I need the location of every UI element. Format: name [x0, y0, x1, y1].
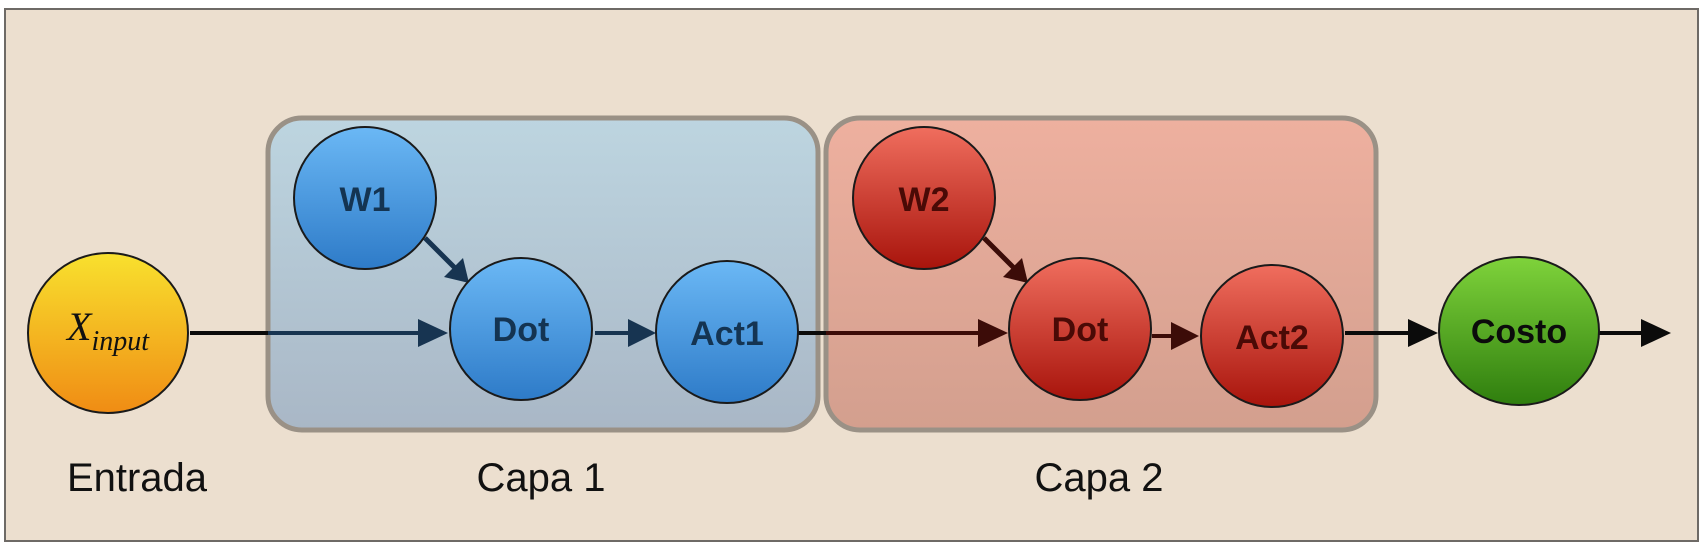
dot1-label: Dot [493, 311, 550, 349]
svg-text:Xinput: Xinput [65, 304, 150, 357]
edges [190, 236, 1671, 350]
dot1-node: Dot [449, 257, 593, 401]
act1-node: Act1 [655, 260, 799, 404]
arrowhead-act2 [1171, 322, 1199, 350]
layer1-caption: Capa 1 [477, 456, 606, 500]
dot2-label: Dot [1052, 311, 1109, 349]
input-subscript: input [91, 326, 150, 357]
w1-label: W1 [340, 181, 391, 219]
input-node: Xinput [27, 252, 189, 414]
act2-label: Act2 [1235, 319, 1309, 357]
arrowhead-act1 [628, 319, 656, 347]
edge-w2-to-dot2 [982, 236, 1017, 271]
costo-label: Costo [1471, 313, 1567, 351]
w2-label: W2 [899, 181, 950, 219]
dot2-node: Dot [1008, 257, 1152, 401]
arrowhead-dot2 [978, 319, 1008, 347]
arrowhead-out [1641, 319, 1671, 347]
act1-label: Act1 [690, 315, 764, 353]
input-symbol: X [65, 304, 93, 349]
arrowhead-w1-dot1 [444, 258, 469, 283]
layer2-caption: Capa 2 [1035, 456, 1164, 500]
edge-w1-to-dot1 [423, 236, 458, 271]
arrowhead-w2-dot2 [1003, 258, 1028, 283]
arrowhead-dot1 [418, 319, 448, 347]
w1-node: W1 [293, 126, 437, 270]
entrada-caption: Entrada [67, 456, 208, 500]
act2-node: Act2 [1200, 264, 1344, 408]
costo-node: Costo [1438, 256, 1600, 406]
w2-node: W2 [852, 126, 996, 270]
arrowhead-costo [1408, 319, 1438, 347]
